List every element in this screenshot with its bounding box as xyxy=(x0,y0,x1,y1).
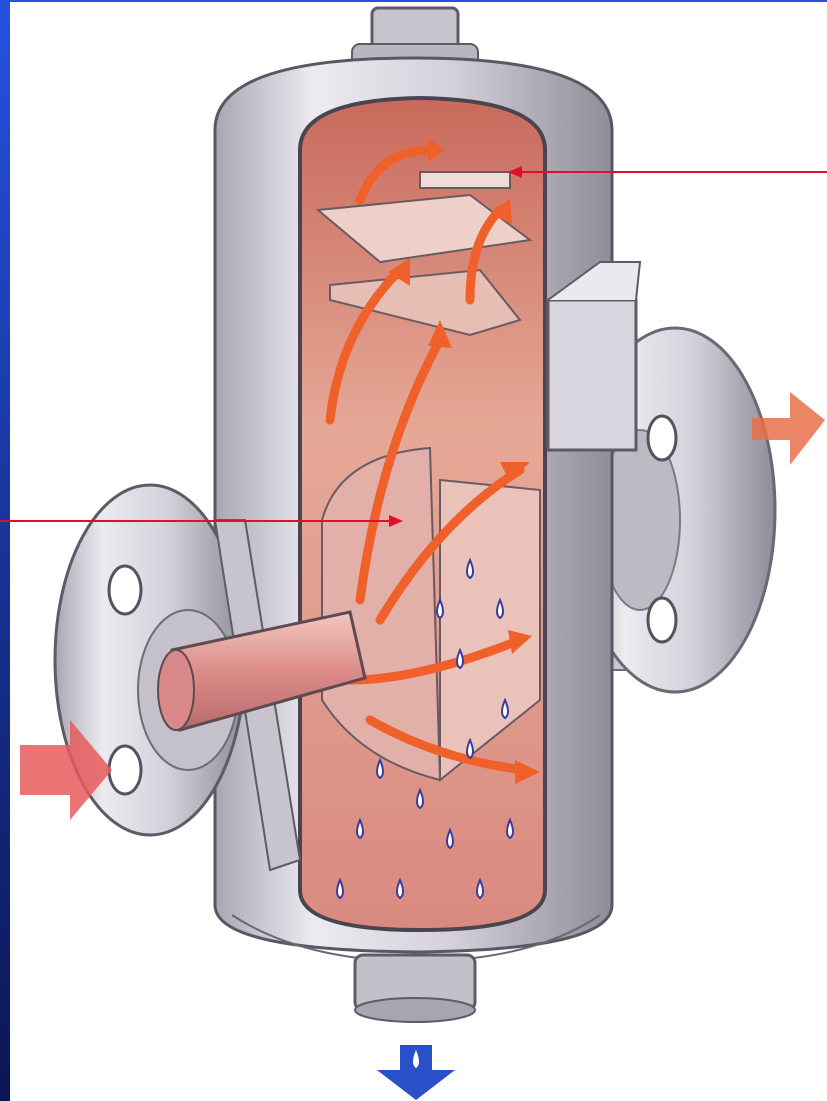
bolt-hole-icon xyxy=(109,566,141,614)
bolt-hole-icon xyxy=(648,416,676,460)
bolt-hole-icon xyxy=(109,746,141,794)
blue-top-border xyxy=(0,0,827,2)
bolt-hole-icon xyxy=(648,598,676,642)
blue-side-border xyxy=(0,0,10,1101)
top-baffle-plate xyxy=(420,172,510,188)
